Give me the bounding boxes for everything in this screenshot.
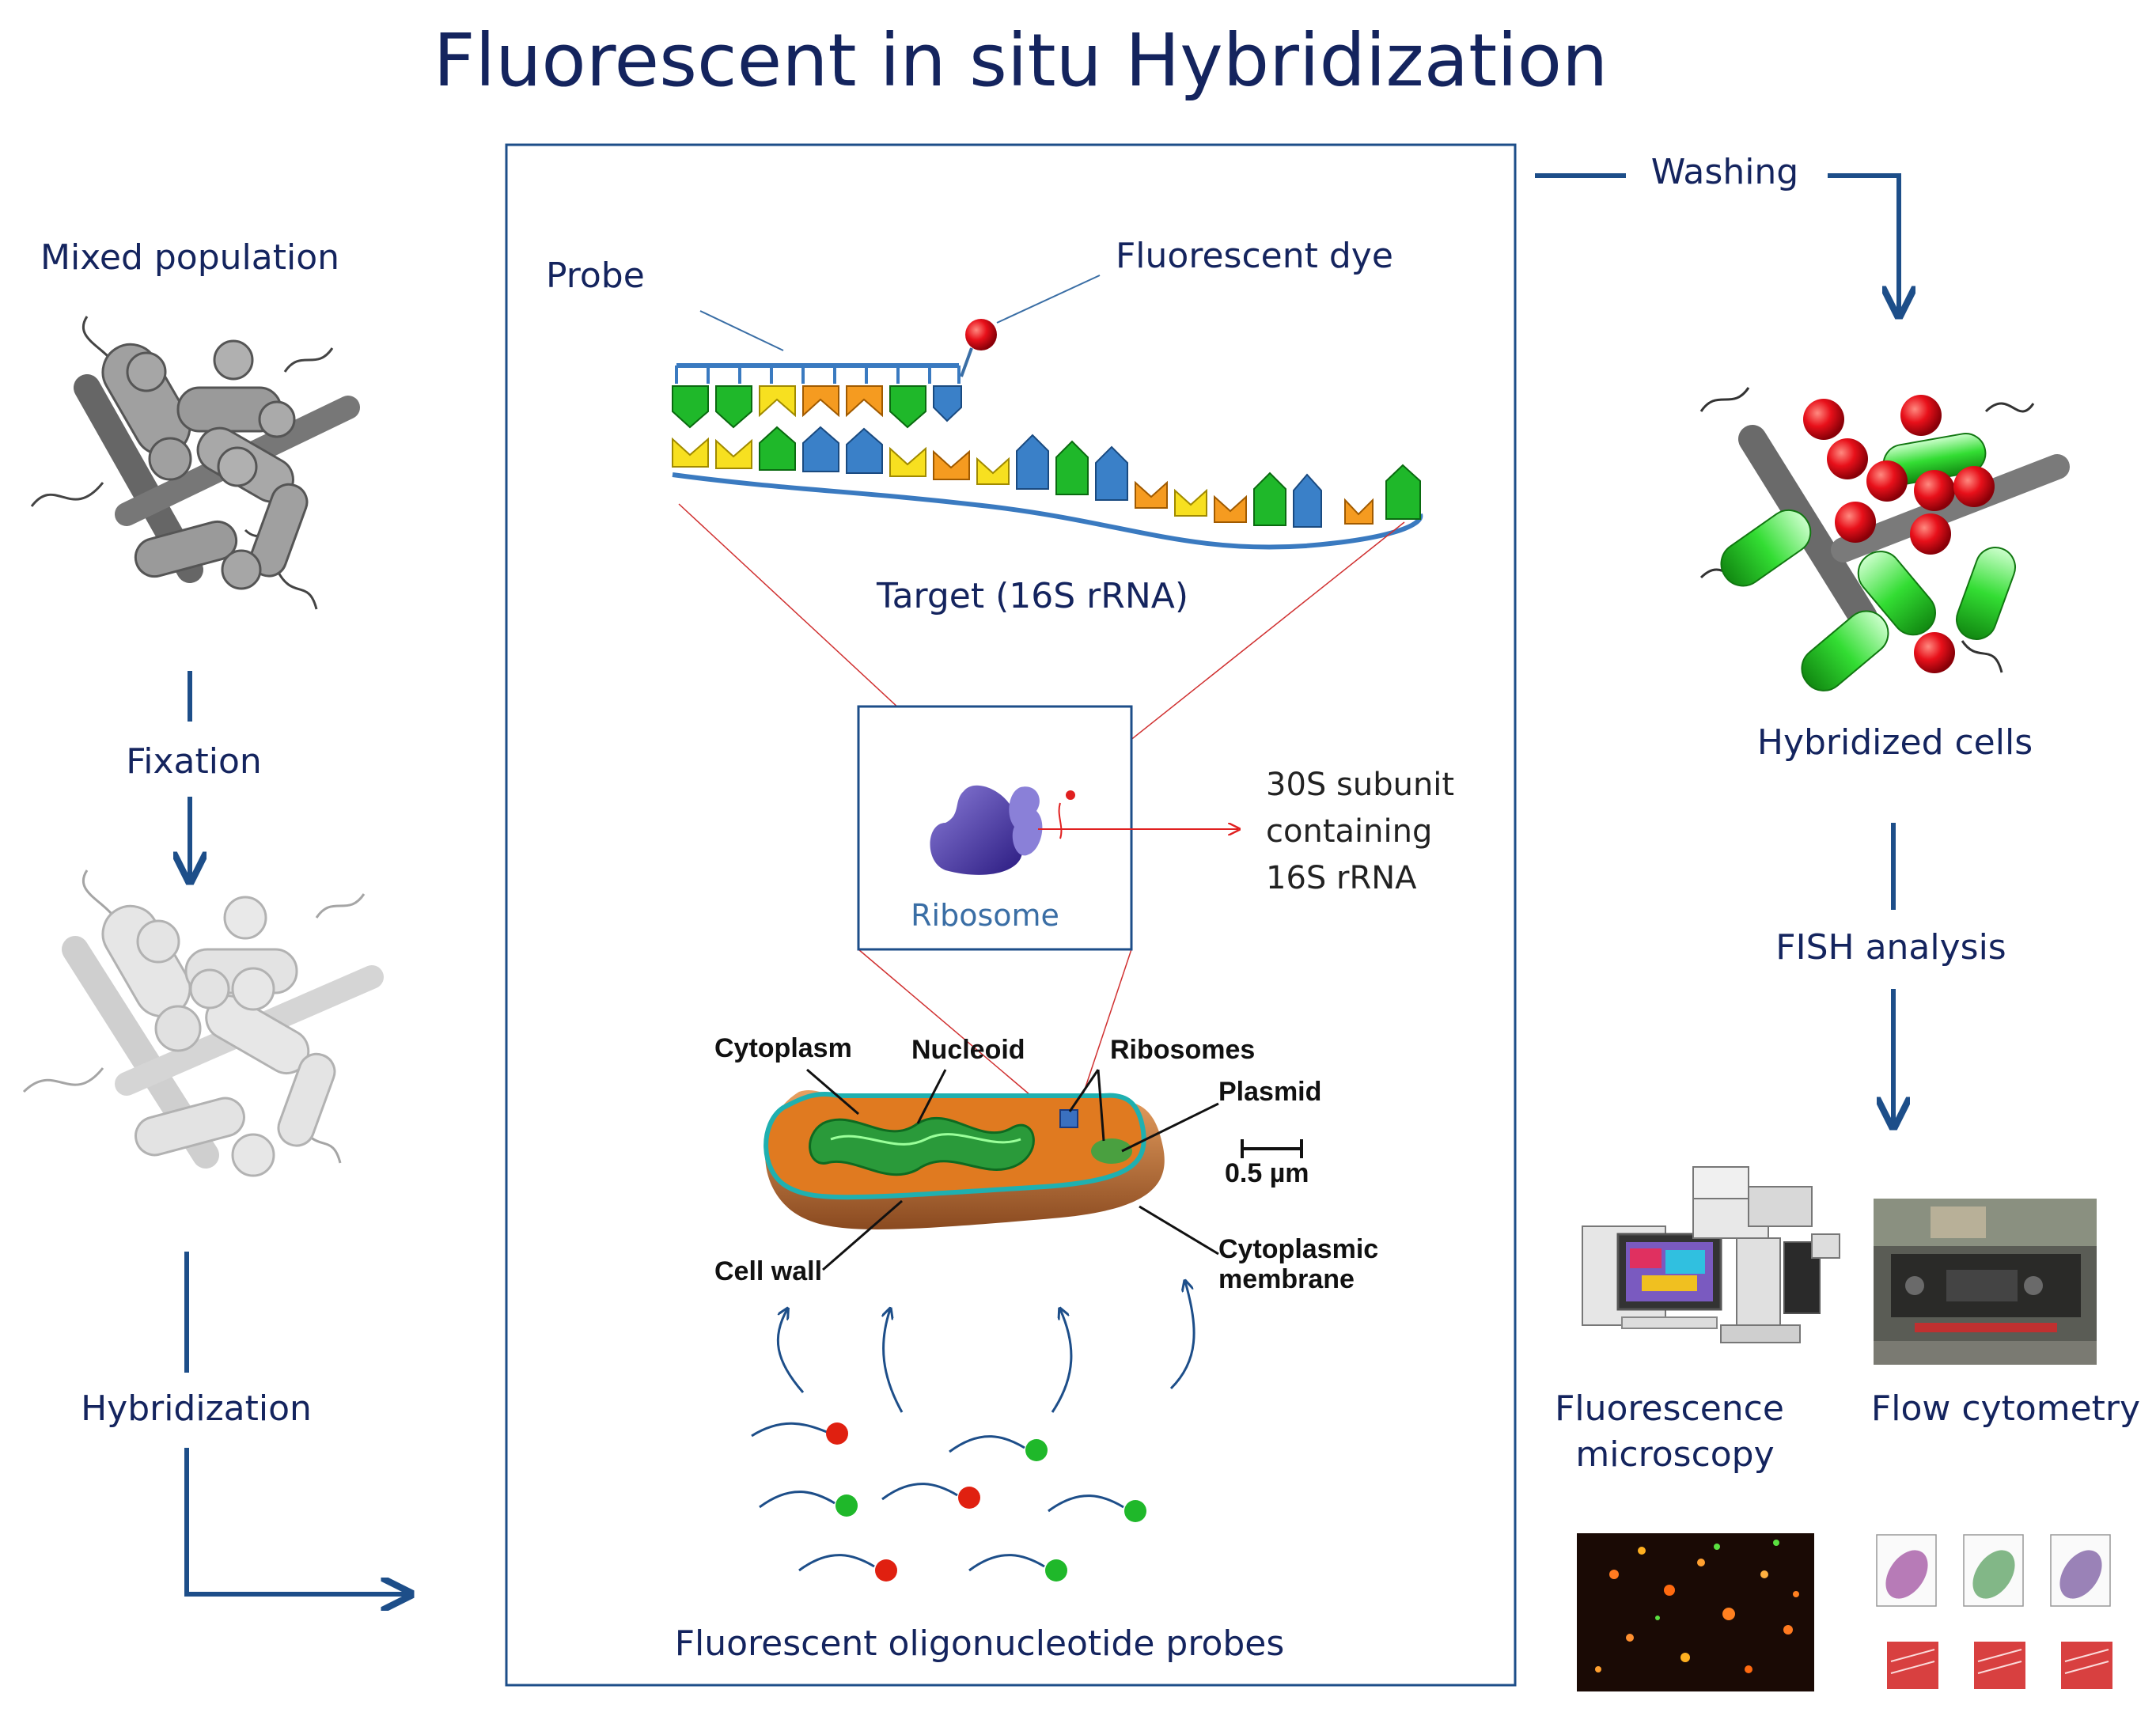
membrane-label-line2: membrane [1218,1264,1355,1294]
title: Fluorescent in situ Hybridization [434,18,1608,103]
washing-label: Washing [1651,152,1799,192]
ribosome-icon [930,785,1075,875]
fluorescent-dye-dot [965,319,997,350]
subunit-label-line2: containing [1266,813,1432,850]
washing-arrow [1828,173,1899,313]
hybridized-cells [1699,387,2070,691]
nucleoid-label: Nucleoid [911,1035,1025,1065]
dye-linker [960,347,973,377]
subunit-label-line3: 16S rRNA [1266,860,1417,896]
target-label: Target (16S rRNA) [876,576,1188,616]
probe-pointer [699,310,784,351]
fixation-label: Fixation [126,741,262,782]
zoom-line [858,949,1041,1104]
fluorescence-microscopy-image [1577,1533,1814,1691]
cytoplasm-label: Cytoplasm [714,1033,852,1063]
probe-target-duplex [672,363,1423,550]
fluorescence-microscope-image [1582,1166,1840,1343]
subunit-label-line1: 30S subunit [1266,767,1454,803]
probe-uptake-arrows [776,1282,1195,1413]
center-panel [505,143,1517,1687]
hybridization-arrow [184,1448,407,1594]
flow-cytometer-image [1874,1199,2097,1365]
zoom-line [1079,949,1132,1104]
free-probes [751,1422,1146,1582]
flow-cytometry-label: Flow cytometry [1871,1388,2140,1429]
fixed-cells [22,869,384,1177]
dye-pointer [996,275,1101,324]
ribosome-label: Ribosome [911,898,1059,933]
ribosomes-label: Ribosomes [1110,1035,1255,1065]
mixed-population-cells [30,316,360,610]
hybridization-label: Hybridization [81,1388,312,1429]
plasmid-label: Plasmid [1218,1077,1321,1107]
cell-pointer-lines [806,1068,1219,1271]
scale-bar [1241,1139,1303,1158]
fluorescence-microscopy-label-line2: microscopy [1575,1434,1774,1475]
membrane-label-line1: Cytoplasmic [1218,1234,1378,1264]
fish-analysis-label: FISH analysis [1775,927,2006,968]
probes-caption: Fluorescent oligonucleotide probes [675,1623,1285,1664]
fluorescence-microscopy-label-line1: Fluorescence [1555,1388,1784,1429]
bacterial-cell [764,1090,1165,1229]
probe-label: Probe [546,256,645,296]
fluorescent-dye-label: Fluorescent dye [1116,236,1393,276]
cell-wall-label: Cell wall [714,1256,822,1286]
mixed-population-label: Mixed population [40,237,339,278]
scale-label: 0.5 µm [1225,1158,1309,1188]
hybridized-cells-label: Hybridized cells [1757,722,2033,763]
flow-cytometry-plots [1876,1534,2112,1689]
